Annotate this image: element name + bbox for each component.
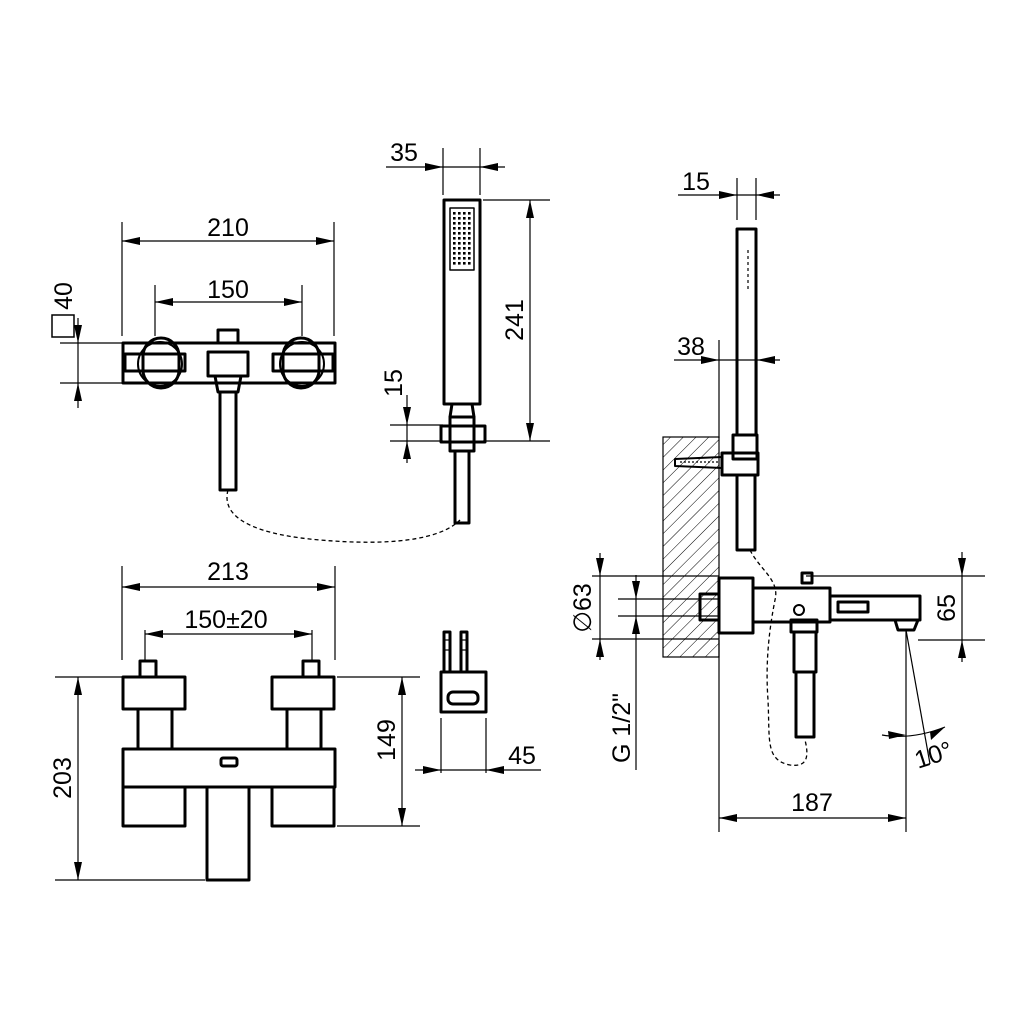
dim-side-angle: 10° (911, 736, 956, 774)
dim-side-thread: G 1/2" (608, 693, 636, 763)
dim-side-projection: 187 (791, 789, 833, 817)
dim-shower-length: 241 (501, 299, 529, 341)
wall-bracket-view: 45 (415, 630, 541, 774)
dim-top-center: 150 (207, 276, 249, 304)
spray-nozzles (453, 212, 471, 265)
dim-side-shower-width: 15 (682, 168, 710, 196)
dim-top-depth: 40 (50, 282, 78, 310)
dim-side-diameter: ∅63 (569, 583, 597, 633)
dim-front-center: 150±20 (184, 606, 267, 634)
side-view: 15 38 ∅63 G 1/2" (569, 168, 985, 832)
dim-shower-connector: 15 (380, 369, 408, 397)
hand-shower-view: 35 241 15 (380, 139, 550, 525)
dim-top-width: 210 (207, 214, 249, 242)
dim-front-width: 213 (207, 558, 249, 586)
dim-front-inlet: 149 (373, 719, 401, 761)
top-view: 210 150 40 (50, 214, 461, 543)
dim-side-bracket-offset: 38 (677, 333, 705, 361)
front-view: 213 150±20 203 149 (49, 558, 420, 882)
dim-shower-width: 35 (390, 139, 418, 167)
dim-front-height: 203 (49, 757, 77, 799)
dim-bracket-depth: 45 (508, 742, 536, 770)
dim-side-body-height: 65 (933, 594, 961, 622)
